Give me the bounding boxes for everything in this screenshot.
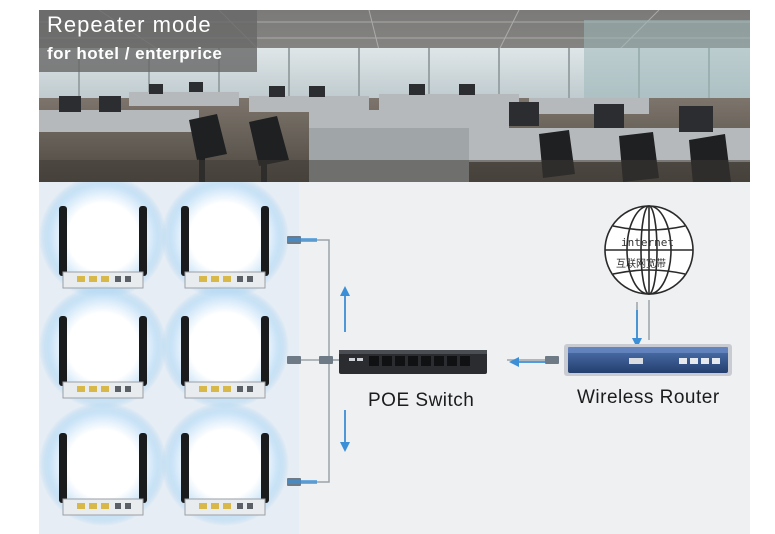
- access-point: [161, 402, 289, 526]
- access-point: [161, 175, 289, 299]
- access-point: [39, 402, 167, 526]
- product-image: Repeater mode for hotel / enterprice: [39, 10, 750, 534]
- flow-arrows: [340, 286, 642, 452]
- internet-globe-icon: [604, 205, 694, 295]
- access-point: [39, 175, 167, 299]
- globe-label-line1: internet: [621, 236, 674, 249]
- globe-label-line2: 互联网宽带: [616, 259, 666, 270]
- poe-switch: [339, 350, 487, 374]
- access-point: [161, 285, 289, 409]
- banner-title: Repeater mode: [47, 12, 212, 37]
- banner-subtitle: for hotel / enterprice: [47, 44, 223, 63]
- wireless-router-label: Wireless Router: [577, 387, 720, 408]
- poe-switch-label: POE Switch: [368, 390, 475, 411]
- wireless-router: [564, 344, 732, 376]
- access-point-grid: [39, 175, 289, 526]
- mode-banner: Repeater mode for hotel / enterprice: [39, 10, 257, 72]
- network-diagram: internet 互联网宽带 POE Switch Wireless Route…: [39, 175, 750, 534]
- access-point: [39, 285, 167, 409]
